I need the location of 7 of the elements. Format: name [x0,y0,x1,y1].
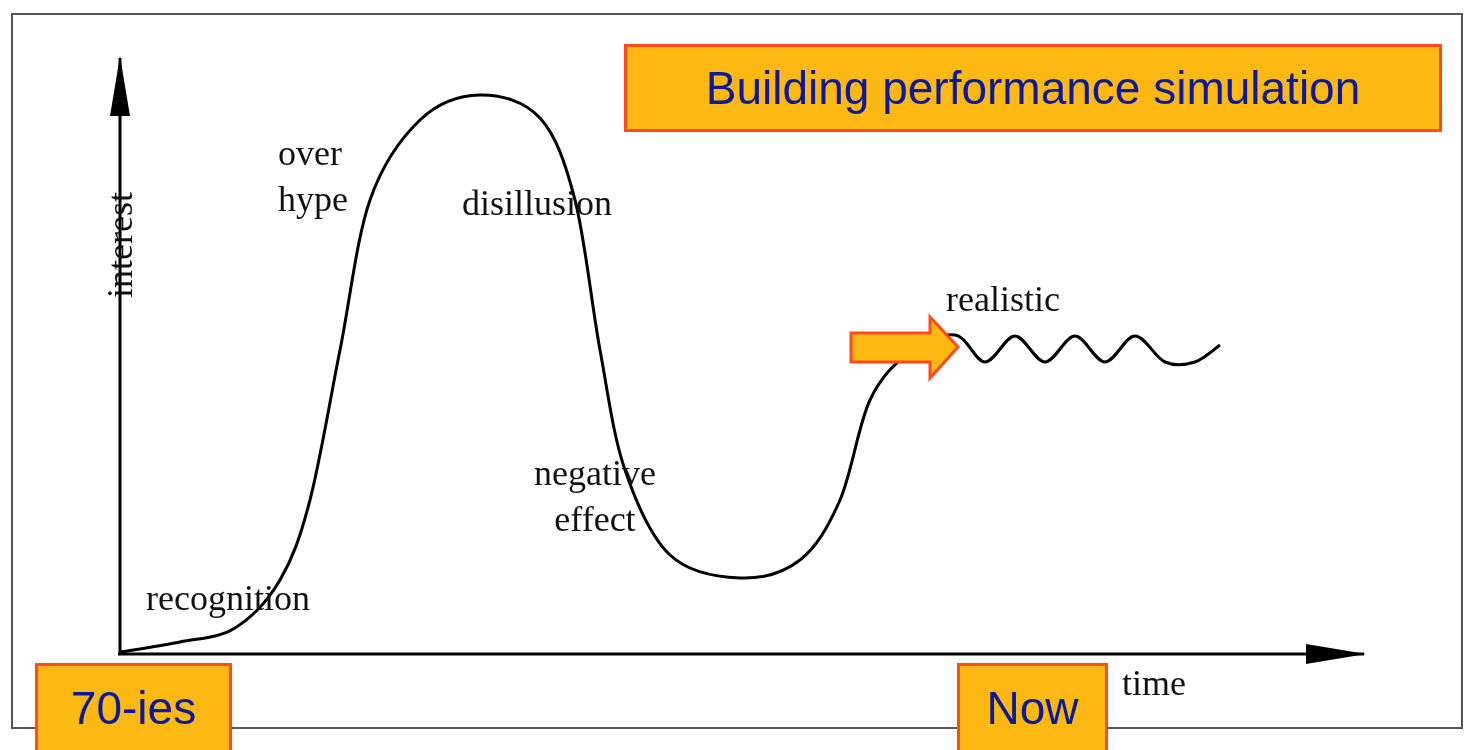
time-label-box: 70-ies [35,663,232,750]
axis-label: interest [99,191,141,300]
time-label-box: Now [957,663,1108,750]
phase-label: realistic [946,278,1061,321]
phase-label: over hype [278,132,349,221]
title-box: Building performance simulation [624,44,1442,132]
axis-label: time [1122,662,1187,705]
